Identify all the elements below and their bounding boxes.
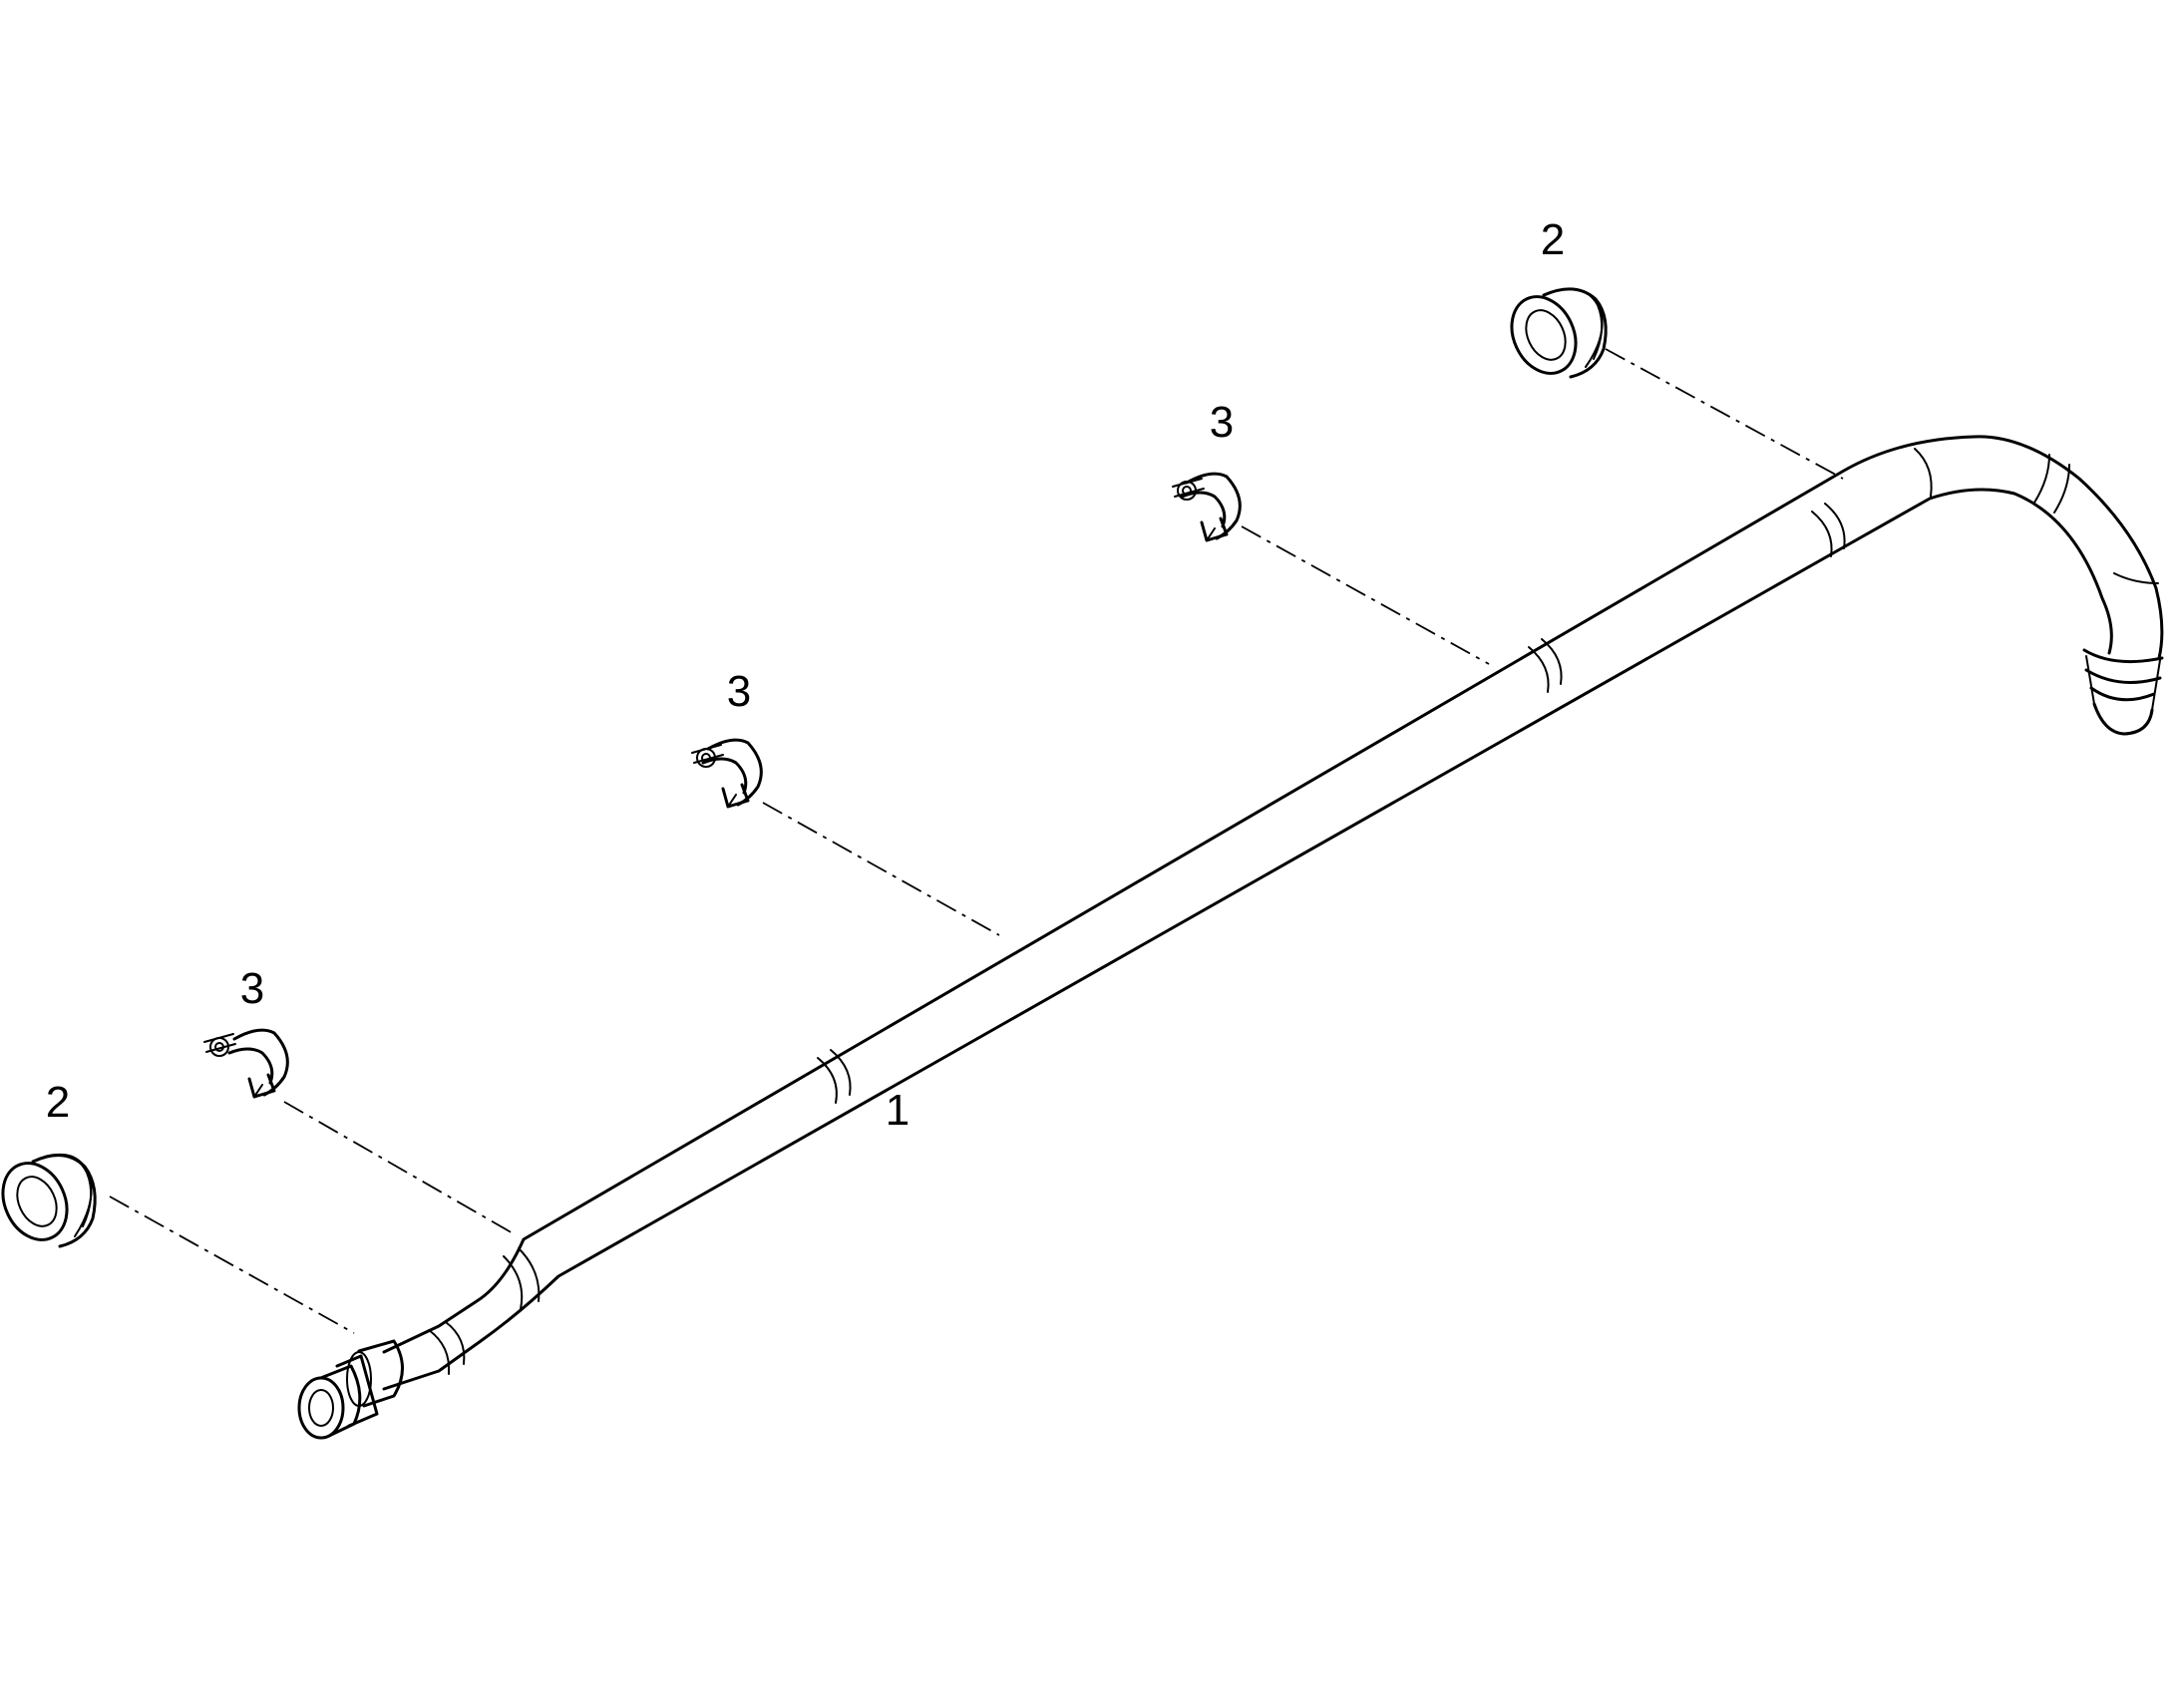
callout-hose: 1 <box>886 1086 909 1135</box>
leader-lines <box>109 348 1844 1334</box>
callout-grommet-upper: 2 <box>1541 215 1565 264</box>
callout-grommet-lower: 2 <box>46 1078 70 1127</box>
callout-clamp-middle: 3 <box>727 667 751 716</box>
leader-clamp-upper <box>1241 525 1490 665</box>
callout-clamp-upper: 3 <box>1210 398 1234 447</box>
clamp-upper-part-3[interactable] <box>1172 472 1242 542</box>
grommet-lower-part-2[interactable] <box>0 1153 97 1250</box>
leader-grommet-lower <box>109 1196 355 1334</box>
hose-part-1[interactable] <box>297 435 2164 1440</box>
clamp-lower-part-3[interactable] <box>203 1028 289 1099</box>
leader-clamp-lower <box>283 1101 516 1235</box>
callout-labels: 1 2 2 3 3 3 <box>46 215 1565 1135</box>
clamp-middle-part-3[interactable] <box>691 738 763 809</box>
leader-clamp-middle <box>762 802 1000 936</box>
callout-clamp-lower: 3 <box>240 964 264 1013</box>
leader-grommet-upper <box>1605 348 1844 480</box>
grommet-upper-part-2[interactable] <box>1500 286 1608 384</box>
